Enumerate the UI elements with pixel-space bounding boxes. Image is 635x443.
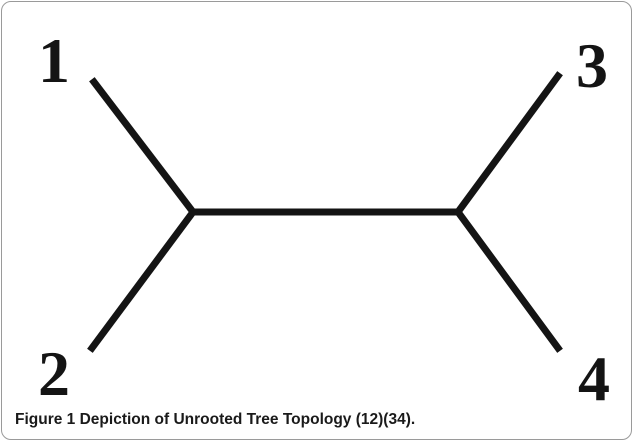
figure-caption: Figure 1 Depiction of Unrooted Tree Topo… — [15, 411, 415, 429]
leaf-label-3: 3 — [576, 30, 608, 101]
unrooted-tree-diagram: 1 2 3 4 — [38, 25, 610, 402]
edge-leaf-2 — [87, 207, 198, 353]
leaf-label-2: 2 — [38, 338, 70, 402]
caption-figure-label: Figure 1 — [15, 411, 76, 428]
edge-leaf-1 — [89, 77, 198, 217]
edge-leaf-3 — [453, 71, 563, 217]
edge-leaf-4 — [453, 207, 563, 353]
caption-text: Depiction of Unrooted Tree Topology (12)… — [79, 411, 416, 428]
leaf-label-4: 4 — [578, 343, 610, 402]
leaf-label-1: 1 — [38, 25, 70, 96]
